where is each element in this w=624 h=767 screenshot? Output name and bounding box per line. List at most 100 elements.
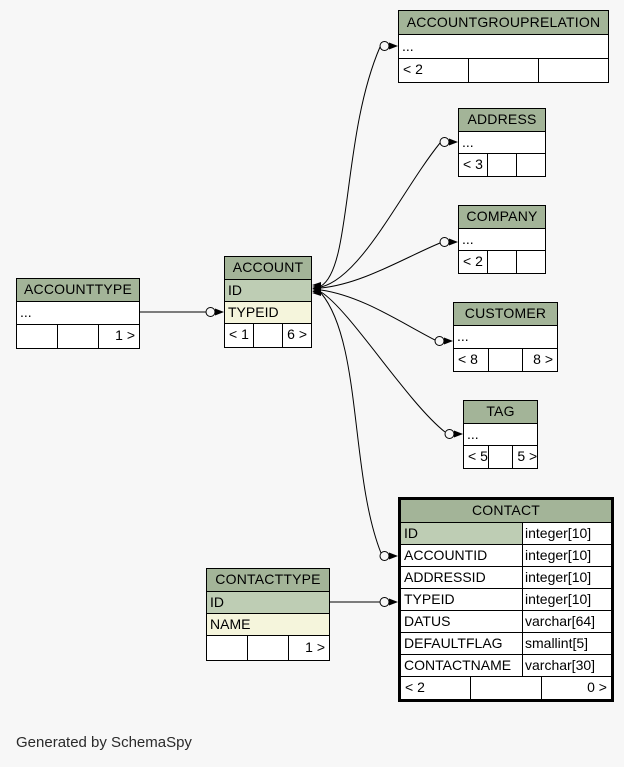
footer-cell: < 5 <box>464 446 489 468</box>
table-tag[interactable]: TAG...< 5 5 > <box>463 400 538 469</box>
column-name: ID <box>225 280 311 301</box>
table-footer: < 8 8 > <box>454 349 557 371</box>
column-name: CONTACTNAME <box>404 657 512 673</box>
column-row-ellipsis: ... <box>459 229 545 251</box>
relationship-circle-terminator <box>439 237 450 247</box>
table-company[interactable]: COMPANY... < 2 <box>458 205 546 274</box>
column-name: TYPEID <box>404 591 455 607</box>
relationship-line <box>320 289 436 341</box>
table-footer: < 1 6 > <box>225 324 311 347</box>
table-header-contacttype: CONTACTTYPE <box>207 569 329 592</box>
column-name: ... <box>462 231 474 247</box>
footer-cell: < 3 <box>459 154 488 176</box>
column-type: integer[10] <box>522 523 611 544</box>
relationship-circle-terminator <box>379 597 390 607</box>
relationship-parent-arrowhead <box>312 290 321 296</box>
table-address[interactable]: ADDRESS... < 3 <box>458 108 546 177</box>
column-name: TYPEID <box>225 302 311 323</box>
footer-cell: 6 > <box>287 326 307 342</box>
table-header-account: ACCOUNT <box>225 257 311 280</box>
table-footer: 1 > <box>17 325 139 348</box>
column-name: ... <box>457 328 469 344</box>
footer-cell <box>471 677 542 699</box>
table-footer: < 2 <box>399 59 608 82</box>
relationship-arrowhead <box>389 552 398 560</box>
relationship-circle-terminator <box>444 429 455 439</box>
table-header-company: COMPANY <box>459 206 545 229</box>
table-footer: < 2 <box>459 251 545 273</box>
footer-cell: 1 > <box>115 327 135 343</box>
relationship-line <box>320 242 441 289</box>
column-name: ID <box>401 523 522 544</box>
column-row-accountid: ACCOUNTID integer[10] <box>401 545 611 567</box>
table-header-accountgrouprelation: ACCOUNTGROUPRELATION <box>399 11 608 35</box>
column-name: ID <box>207 592 329 613</box>
column-row-ellipsis: ... <box>464 424 537 446</box>
relationship-line <box>320 46 381 287</box>
column-row-ellipsis: ... <box>459 132 545 154</box>
table-footer: 1 > <box>207 636 329 660</box>
column-name: NAME <box>207 614 329 635</box>
column-type: integer[10] <box>522 589 611 610</box>
relationship-arrowhead <box>389 598 398 606</box>
relationship-line <box>320 291 446 433</box>
table-footer: < 5 5 > <box>464 446 537 468</box>
footer-cell <box>469 59 539 82</box>
column-row-defaultflag: DEFAULTFLAG smallint[5] <box>401 633 611 655</box>
footer-cell <box>517 251 545 273</box>
column-type: smallint[5] <box>522 633 611 654</box>
table-accounttype[interactable]: ACCOUNTTYPE...1 > <box>16 278 140 349</box>
relationship-arrowhead <box>454 430 463 438</box>
footer-cell <box>488 251 517 273</box>
column-name: ... <box>462 134 474 150</box>
table-customer[interactable]: CUSTOMER... < 8 8 > <box>453 302 558 372</box>
footer-cell <box>489 349 524 371</box>
footer-cell <box>488 154 517 176</box>
footer-cell: < 1 <box>225 324 254 347</box>
footer-cell: < 8 <box>454 349 489 371</box>
footer-cell <box>489 446 514 468</box>
footer-cell: 5 > <box>517 448 537 464</box>
footer-cell <box>254 324 283 347</box>
column-name: ACCOUNTID <box>404 547 488 563</box>
relationship-circle-terminator <box>205 307 216 317</box>
footer-cell: < 2 <box>399 59 469 82</box>
column-row-id: ID <box>225 280 311 302</box>
column-type: integer[10] <box>522 545 611 566</box>
table-accountgrouprelation[interactable]: ACCOUNTGROUPRELATION... < 2 <box>398 10 609 83</box>
relationship-circle-terminator <box>439 137 450 147</box>
column-row-ellipsis: ... <box>399 35 608 59</box>
footer-cell <box>207 636 248 660</box>
column-row-ellipsis: ... <box>17 302 139 325</box>
footer-cell <box>248 636 289 660</box>
column-row-id: ID <box>207 592 329 614</box>
footer-cell: 8 > <box>533 351 554 367</box>
footer-cell <box>517 154 545 176</box>
column-name: ... <box>20 304 32 320</box>
relationship-circle-terminator <box>379 41 390 51</box>
footer-cell <box>539 59 608 82</box>
footer-cell: 0 > <box>587 679 607 695</box>
footer-cell: 1 > <box>305 639 325 655</box>
column-name: DEFAULTFLAG <box>404 635 503 651</box>
table-header-address: ADDRESS <box>459 109 545 132</box>
relationship-arrowhead <box>449 238 458 246</box>
column-name: DATUS <box>404 613 451 629</box>
column-type: varchar[64] <box>522 611 611 632</box>
generator-credit: Generated by SchemaSpy <box>16 734 192 751</box>
table-footer: < 3 <box>459 154 545 176</box>
column-name: ... <box>402 38 414 54</box>
table-header-customer: CUSTOMER <box>454 303 557 326</box>
relationship-arrowhead <box>389 42 398 50</box>
column-row-typeid: TYPEID <box>225 302 311 324</box>
table-header-tag: TAG <box>464 401 537 424</box>
